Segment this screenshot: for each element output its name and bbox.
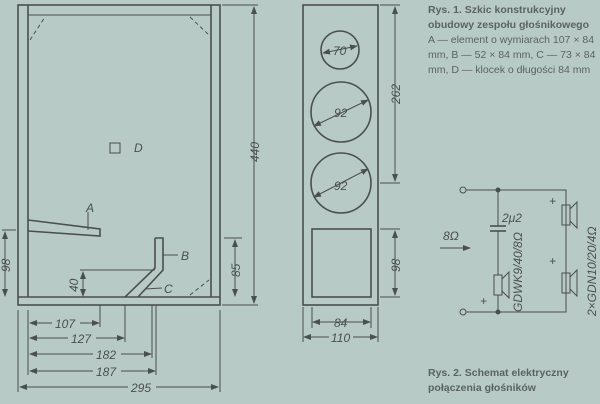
figure1-caption-title: Rys. 1. Szkic konstrukcyjny obudowy zesp… <box>428 4 590 31</box>
tweeter-symbol <box>493 270 510 300</box>
dim-187: 187 <box>96 365 117 379</box>
plus-sign: + <box>549 194 556 208</box>
dim-110: 110 <box>331 331 350 345</box>
tweeter-hole <box>320 30 360 70</box>
side-view-drawing: D A B C 40 98 85 440 107 127 <box>0 4 262 395</box>
dim-262: 262 <box>389 84 403 105</box>
woofer-hole-1 <box>310 81 372 143</box>
impedance-label: 8Ω <box>443 229 459 243</box>
dim-295: 295 <box>130 381 151 395</box>
dim-84: 84 <box>334 316 348 330</box>
label-C: C <box>164 282 173 296</box>
dim-98-left: 98 <box>0 258 13 272</box>
wires <box>466 189 567 313</box>
woofers-label: 2×GDN10/20/4Ω <box>585 226 599 317</box>
plus-sign: + <box>549 254 556 268</box>
figure2-caption: Rys. 2. Schemat elektryczny połączenia g… <box>428 366 598 396</box>
figure1-caption-body: A — element o wymiarach 107 × 84 mm, B —… <box>428 34 596 76</box>
woofer-symbol-1 <box>561 200 578 230</box>
dim-107: 107 <box>55 317 76 331</box>
figure1-caption: Rys. 1. Szkic konstrukcyjny obudowy zesp… <box>428 3 598 78</box>
dim-440: 440 <box>248 142 262 162</box>
tweeter-label: GDWK9/40/8Ω <box>511 232 525 312</box>
enclosure-outline <box>17 4 221 306</box>
front-view-drawing: 70 92 92 262 98 84 110 <box>302 4 403 345</box>
dim-92-upper: 92 <box>334 106 348 120</box>
dim-92-lower: 92 <box>334 179 348 193</box>
capacitor-label: 2μ2 <box>501 211 522 225</box>
woofer-hole-2 <box>310 152 372 214</box>
dim-98-front: 98 <box>389 258 403 272</box>
plus-sign: + <box>480 294 487 308</box>
block-D <box>109 142 121 154</box>
dim-70: 70 <box>333 44 347 58</box>
wiring-schematic: 2μ2 GDWK9/40/8Ω + + + 2×GDN10/20/4Ω 8Ω <box>440 186 599 317</box>
port-opening <box>311 228 372 298</box>
element-A <box>27 219 101 237</box>
dim-127: 127 <box>71 332 92 346</box>
figure2-caption-text: Rys. 2. Schemat elektryczny połączenia g… <box>428 367 569 394</box>
front-panel <box>302 4 379 306</box>
element-B-C <box>124 237 164 298</box>
woofer-symbol-2 <box>561 268 578 298</box>
dim-85: 85 <box>229 263 243 277</box>
label-B: B <box>181 249 189 263</box>
dim-182: 182 <box>96 348 116 362</box>
label-D: D <box>134 141 143 155</box>
label-A: A <box>85 201 94 215</box>
dim-40: 40 <box>67 278 81 292</box>
